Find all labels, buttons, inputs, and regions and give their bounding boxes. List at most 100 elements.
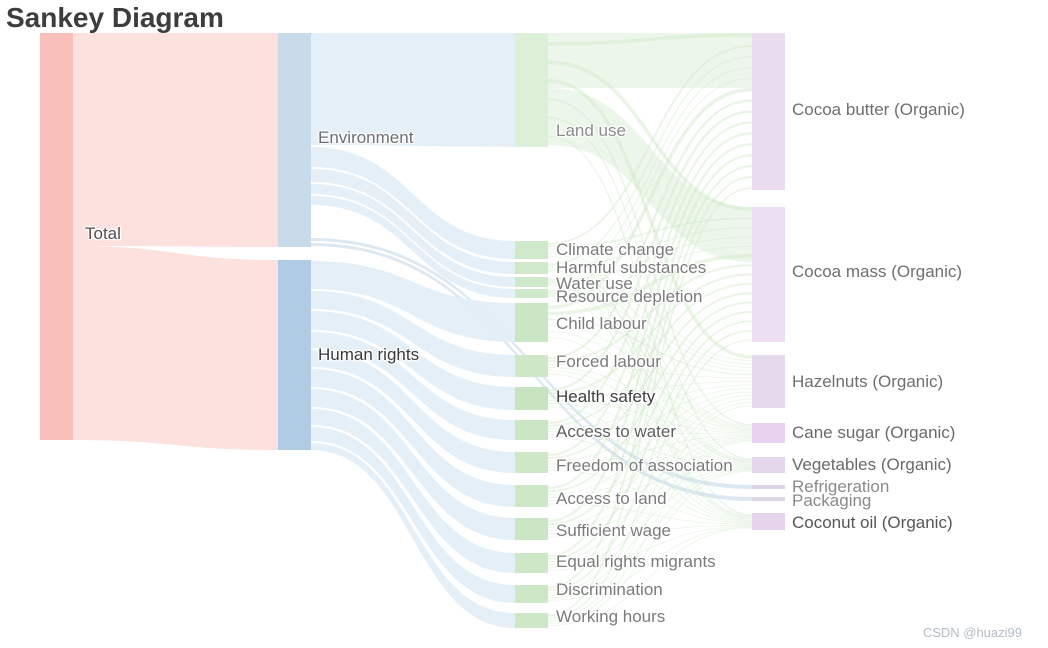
node-water-use[interactable]	[515, 277, 548, 287]
mesh-strand	[547, 469, 753, 524]
mesh-strand	[547, 318, 753, 376]
mesh-strand	[547, 33, 753, 46]
mesh-strand	[547, 437, 753, 531]
mesh-strand	[547, 364, 753, 379]
node-cocoa-mass[interactable]	[752, 207, 785, 342]
mesh-strand	[547, 438, 753, 565]
mesh-strand	[547, 405, 753, 620]
mesh-strand	[547, 310, 753, 526]
node-working-hours[interactable]	[515, 613, 548, 628]
mesh-strand	[547, 271, 753, 518]
mesh-strand	[547, 67, 753, 280]
node-access-to-water[interactable]	[515, 420, 548, 440]
mesh-strand	[547, 436, 753, 523]
mesh-strand	[547, 117, 753, 460]
mesh-strand	[547, 434, 753, 465]
mesh-strand	[547, 367, 753, 433]
node-forced-labour[interactable]	[515, 355, 548, 377]
node-freedom-of-association[interactable]	[515, 452, 548, 473]
watermark-text: CSDN @huazi99	[922, 625, 1022, 640]
node-human-rights[interactable]	[278, 260, 311, 450]
mesh-strand	[547, 273, 753, 395]
mesh-strand	[547, 132, 753, 457]
node-child-labour[interactable]	[515, 303, 548, 342]
mesh-strand	[547, 292, 753, 459]
flow-environment-to-resource-depletion	[311, 196, 515, 298]
mesh-strand	[547, 467, 753, 502]
flow-land-use-to-cocoa-butter	[548, 33, 752, 88]
flow-total-to-human-rights	[73, 246, 278, 450]
mesh-strand	[547, 217, 753, 248]
mesh-strand	[547, 381, 753, 398]
node-harmful-substances[interactable]	[515, 262, 548, 274]
mesh-strand	[547, 292, 753, 372]
node-discrimination[interactable]	[515, 585, 548, 603]
node-total[interactable]	[40, 33, 73, 440]
node-land-use[interactable]	[515, 33, 548, 147]
node-cane-sugar[interactable]	[752, 423, 785, 443]
mesh-strand	[547, 98, 753, 426]
node-sufficient-wage[interactable]	[515, 518, 548, 540]
flow-human-rights-to-sufficient-wage	[311, 389, 515, 540]
mesh-strand	[547, 187, 753, 617]
mesh-strand	[547, 373, 753, 521]
mesh-strand	[547, 294, 753, 463]
mesh-strand	[547, 337, 753, 521]
node-access-to-land[interactable]	[515, 485, 548, 507]
mesh-strand	[547, 253, 753, 461]
flow-human-rights-to-discrimination	[311, 427, 515, 603]
flow-human-rights-to-forced-labour	[311, 291, 515, 377]
node-coconut-oil[interactable]	[752, 513, 785, 530]
mesh-strand	[547, 78, 753, 292]
node-health-safety[interactable]	[515, 387, 548, 410]
node-cocoa-butter[interactable]	[752, 33, 785, 190]
mesh-strand	[547, 384, 753, 429]
flow-human-rights-to-equal-rights-migrants	[311, 409, 515, 573]
node-hazelnuts[interactable]	[752, 355, 785, 408]
mesh-strand	[547, 264, 753, 363]
flow-layer	[73, 33, 752, 628]
node-environment[interactable]	[278, 33, 311, 247]
node-climate-change[interactable]	[515, 241, 548, 259]
mesh-strand	[547, 227, 753, 267]
mesh-strand	[547, 283, 753, 462]
node-refrigeration[interactable]	[752, 485, 785, 489]
mesh-strand	[547, 60, 753, 211]
mesh-strand	[547, 370, 753, 465]
mesh-strand	[547, 165, 753, 557]
mesh-strand	[547, 395, 753, 528]
mesh-strand	[547, 403, 753, 466]
mesh-strand	[547, 44, 753, 245]
flow-human-rights-to-child-labour	[311, 261, 515, 342]
mesh-strand	[547, 527, 753, 626]
mesh-strand	[547, 295, 753, 520]
mesh-strand	[547, 339, 753, 619]
mesh-strand	[547, 99, 753, 360]
mesh-strand	[547, 301, 753, 493]
flow-total-to-environment	[73, 33, 278, 247]
node-vegetables[interactable]	[752, 457, 785, 473]
mesh-strand	[547, 281, 753, 368]
mesh-strand	[547, 282, 753, 429]
mesh-strand	[547, 526, 753, 601]
mesh-strand-layer	[547, 33, 753, 626]
mesh-strand	[547, 320, 753, 560]
flow-human-rights-to-access-to-water	[311, 332, 515, 440]
mesh-strand	[547, 248, 753, 361]
node-equal-rights-migrants[interactable]	[515, 553, 548, 573]
mesh-strand	[547, 121, 753, 424]
node-resource-depletion[interactable]	[515, 289, 548, 298]
mesh-strand	[547, 399, 753, 434]
node-packaging[interactable]	[752, 497, 785, 501]
mesh-strand	[547, 282, 753, 427]
mesh-strand	[547, 143, 753, 490]
flow-environment-to-harmful-substances	[311, 169, 515, 274]
mesh-strand	[547, 266, 753, 365]
mesh-strand	[547, 293, 753, 430]
mesh-strand	[547, 525, 753, 571]
mesh-strand	[547, 268, 753, 428]
mesh-strand	[547, 325, 753, 432]
mesh-strand	[547, 439, 753, 596]
